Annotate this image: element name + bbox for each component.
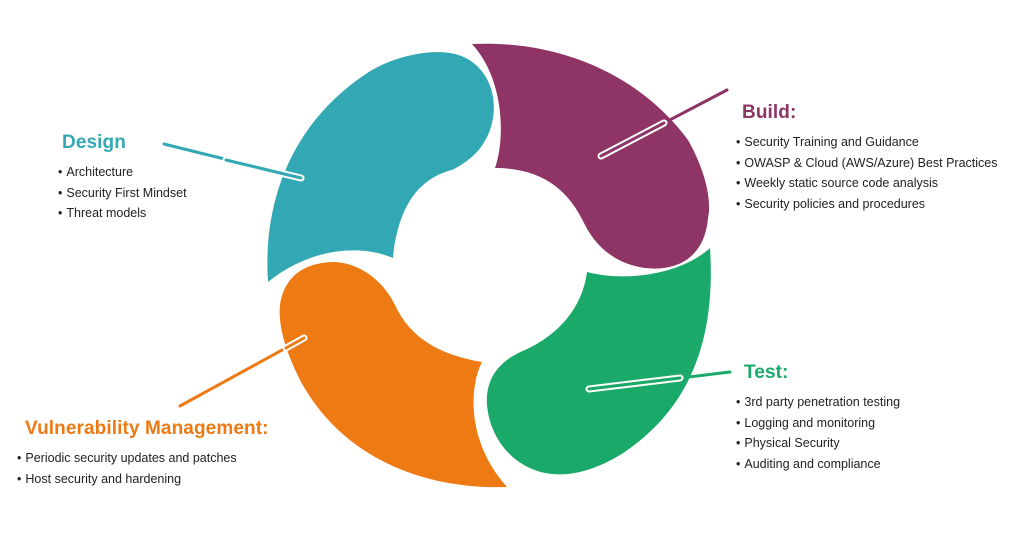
- build-item: OWASP & Cloud (AWS/Azure) Best Practices: [736, 153, 997, 174]
- vulnerability-items: Periodic security updates and patches Ho…: [17, 448, 269, 489]
- test-item: Logging and monitoring: [736, 413, 900, 434]
- vulnerability-segment: [279, 262, 507, 488]
- test-item: 3rd party penetration testing: [736, 392, 900, 413]
- design-item: Security First Mindset: [58, 183, 186, 204]
- build-item: Security policies and procedures: [736, 194, 997, 215]
- test-item: Physical Security: [736, 433, 900, 454]
- build-items: Security Training and Guidance OWASP & C…: [736, 132, 997, 214]
- design-item: Architecture: [58, 162, 187, 183]
- build-section: Build: Security Training and Guidance OW…: [742, 102, 997, 214]
- design-section: Design Architecture Security First Minds…: [62, 132, 187, 224]
- build-leader-line: [597, 88, 729, 160]
- test-section: Test: 3rd party penetration testing Logg…: [744, 362, 900, 474]
- design-items: Architecture Security First Mindset Thre…: [58, 162, 187, 224]
- test-leader-line: [585, 370, 732, 393]
- design-title: Design: [62, 132, 126, 153]
- test-title: Test:: [744, 362, 789, 383]
- design-segment: [267, 52, 494, 282]
- vulnerability-leader-line: [178, 334, 308, 408]
- build-item: Weekly static source code analysis: [736, 173, 997, 194]
- vulnerability-item: Host security and hardening: [17, 469, 269, 490]
- build-title: Build:: [742, 102, 797, 123]
- build-segment: [472, 43, 710, 269]
- vulnerability-item: Periodic security updates and patches: [17, 448, 269, 469]
- test-segment: [486, 248, 711, 475]
- vulnerability-title: Vulnerability Management:: [25, 418, 269, 439]
- test-items: 3rd party penetration testing Logging an…: [736, 392, 900, 474]
- design-item: Threat models: [58, 203, 187, 224]
- build-item: Security Training and Guidance: [736, 132, 997, 153]
- design-leader-line: [162, 142, 305, 182]
- vulnerability-section: Vulnerability Management: Periodic secur…: [25, 418, 269, 489]
- test-item: Auditing and compliance: [736, 454, 900, 475]
